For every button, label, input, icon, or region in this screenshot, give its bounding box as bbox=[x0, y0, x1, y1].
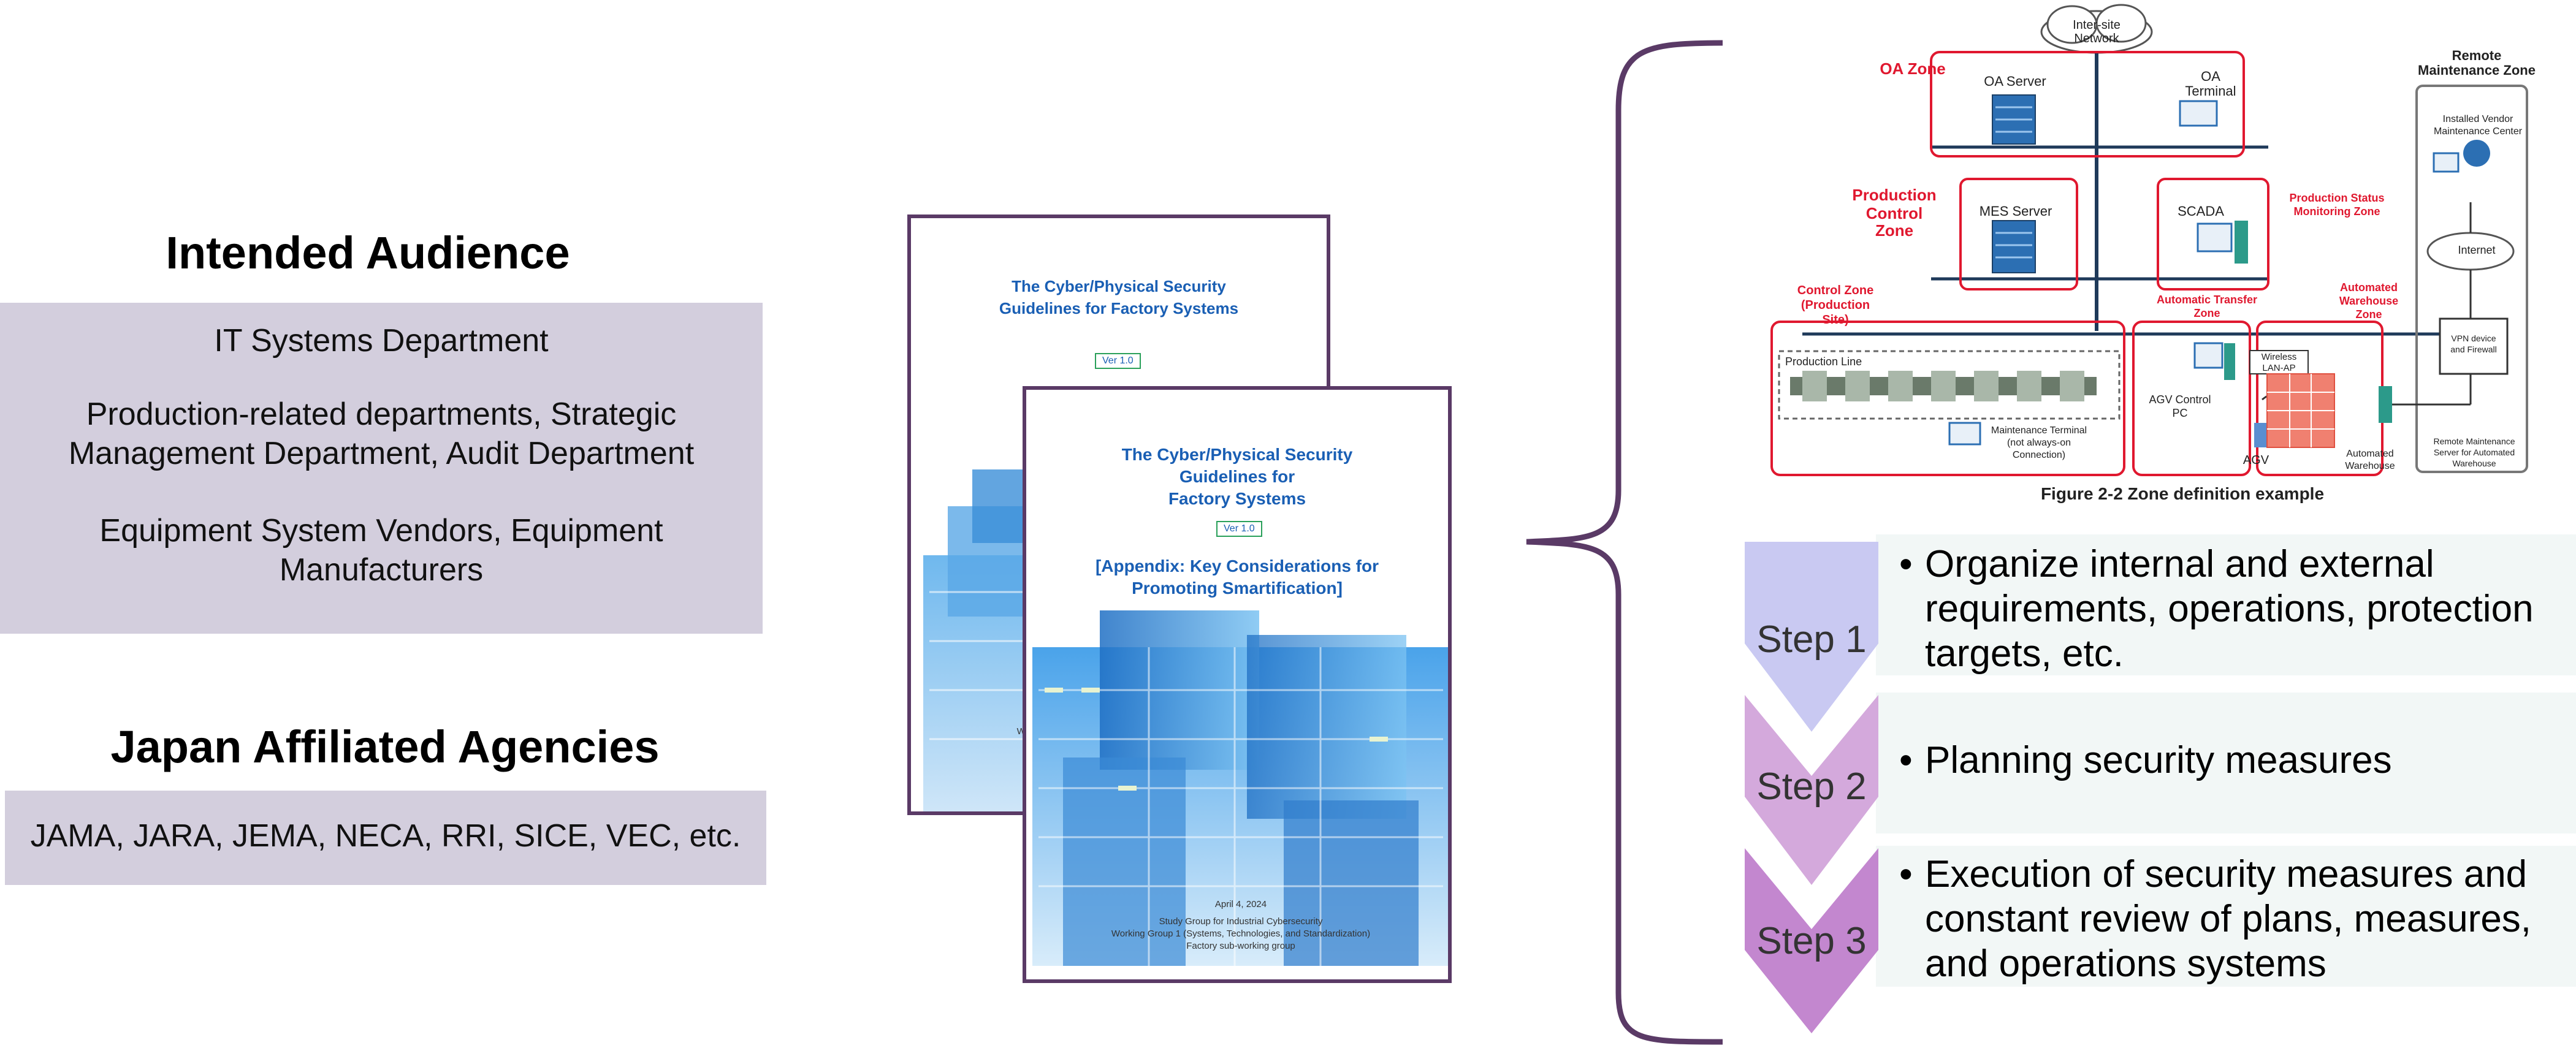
oa-zone-label: OA Zone bbox=[1880, 59, 1946, 78]
audience-item-vendors-l2: Manufacturers bbox=[279, 552, 484, 588]
step3-text-bg bbox=[1876, 846, 2576, 987]
production-line-label: Production Line bbox=[1785, 355, 1862, 368]
auto-transfer-zone-label-l2: Zone bbox=[2193, 307, 2220, 319]
maintenance-terminal-label-l2: (not always-on bbox=[2006, 438, 2071, 448]
step3-desc-l1: Execution of security measures and bbox=[1925, 853, 2528, 895]
scada-label: SCADA bbox=[2178, 203, 2224, 219]
oa-server-label: OA Server bbox=[1984, 74, 2046, 89]
front-cover-appendix-l1: [Appendix: Key Considerations for bbox=[1095, 556, 1379, 575]
vendor-label-l1: Installed Vendor bbox=[2442, 114, 2513, 124]
step1-bullet: • bbox=[1899, 543, 1913, 585]
step1-chevron bbox=[1745, 542, 1878, 732]
step1-desc-l2: requirements, operations, protection bbox=[1925, 588, 2534, 630]
network-label-l1: Inter-site bbox=[2073, 18, 2121, 32]
step3-bullet: • bbox=[1899, 853, 1913, 895]
steps-chevron-graphic bbox=[1745, 542, 1878, 1033]
vpn-label-l2: and Firewall bbox=[2450, 344, 2497, 354]
front-cover-version: Ver 1.0 bbox=[1216, 521, 1262, 537]
audience-item-it: IT Systems Department bbox=[214, 323, 549, 359]
audience-item-vendors-l1: Equipment System Vendors, Equipment bbox=[99, 513, 663, 549]
front-cover-factory-illustration bbox=[1032, 610, 1448, 966]
front-cover-title-l2: Guidelines for bbox=[1179, 467, 1295, 486]
front-cover-org-l2: Working Group 1 (Systems, Technologies, … bbox=[1111, 928, 1371, 939]
wireless-label-l2: LAN-AP bbox=[2262, 363, 2296, 373]
step3-label: Step 3 bbox=[1756, 920, 1867, 962]
auto-transfer-zone-label-l1: Automatic Transfer bbox=[2156, 294, 2258, 306]
maintenance-terminal-label-l1: Maintenance Terminal bbox=[1991, 425, 2087, 436]
automated-warehouse-label-l1: Automated bbox=[2346, 449, 2394, 459]
step2-desc-l1: Planning security measures bbox=[1925, 739, 2392, 781]
oa-terminal-label-l2: Terminal bbox=[2185, 83, 2236, 99]
front-cover-org-l1: Study Group for Industrial Cybersecurity bbox=[1159, 916, 1323, 927]
zone-definition-diagram bbox=[1770, 4, 2528, 476]
network-label-l2: Network bbox=[2074, 32, 2119, 45]
agv-label: AGV bbox=[2243, 454, 2269, 467]
back-cover-title-l1: The Cyber/Physical Security bbox=[1012, 277, 1226, 295]
front-cover-title-l3: Factory Systems bbox=[1168, 489, 1306, 508]
audience-item-production-l2: Management Department, Audit Department bbox=[68, 436, 695, 471]
control-zone-label-l1: Control Zone bbox=[1797, 284, 1874, 297]
front-cover-title-l1: The Cyber/Physical Security bbox=[1121, 445, 1353, 464]
step1-text-bg bbox=[1876, 534, 2576, 675]
step2-bullet: • bbox=[1899, 739, 1913, 781]
automated-warehouse-label-l2: Warehouse bbox=[2345, 461, 2395, 471]
auto-warehouse-zone-label-l3: Zone bbox=[2355, 308, 2382, 321]
vpn-label-l1: VPN device bbox=[2451, 333, 2496, 343]
vendor-label-l2: Maintenance Center bbox=[2433, 126, 2523, 137]
wireless-label-l1: Wireless bbox=[2261, 352, 2297, 362]
auto-warehouse-zone-label-l1: Automated bbox=[2340, 281, 2398, 294]
internet-label: Internet bbox=[2458, 244, 2496, 256]
agencies-list: JAMA, JARA, JEMA, NECA, RRI, SICE, VEC, … bbox=[30, 818, 741, 854]
step3-chevron bbox=[1745, 848, 1878, 1033]
remote-server-label-l3: Warehouse bbox=[2452, 458, 2496, 468]
affiliated-agencies-heading: Japan Affiliated Agencies bbox=[110, 721, 660, 772]
remote-zone-label-l2: Maintenance Zone bbox=[2418, 63, 2536, 78]
inter-site-network-cloud bbox=[2040, 4, 2153, 54]
guideline-cover-front: The Cyber/Physical Security Guidelines f… bbox=[1023, 386, 1452, 983]
mes-server-label: MES Server bbox=[1979, 203, 2052, 219]
front-cover-appendix-l2: Promoting Smartification] bbox=[1132, 579, 1343, 598]
production-status-zone-label-l1: Production Status bbox=[2289, 192, 2385, 204]
curly-brace bbox=[1526, 40, 1723, 1045]
agv-control-label-l1: AGV Control bbox=[2149, 393, 2211, 406]
production-control-zone-label-l2: Control Zone bbox=[1865, 204, 1923, 240]
step3-desc-l3: and operations systems bbox=[1925, 943, 2326, 985]
remote-server-label-l1: Remote Maintenance bbox=[2433, 436, 2515, 446]
production-status-zone-label-l2: Monitoring Zone bbox=[2293, 205, 2380, 218]
oa-terminal-label-l1: OA bbox=[2201, 69, 2220, 84]
maintenance-terminal-label-l3: Connection) bbox=[2012, 450, 2066, 460]
step2-label: Step 2 bbox=[1756, 765, 1867, 808]
remote-zone-label-l1: Remote bbox=[2452, 48, 2502, 63]
front-cover-date: April 4, 2024 bbox=[1214, 899, 1267, 909]
back-cover-title-l2: Guidelines for Factory Systems bbox=[999, 299, 1239, 317]
production-control-zone-label-l1: Production bbox=[1852, 186, 1937, 204]
step1-desc-l1: Organize internal and external bbox=[1925, 543, 2434, 585]
agencies-box: JAMA, JARA, JEMA, NECA, RRI, SICE, VEC, … bbox=[5, 791, 766, 885]
step2-chevron bbox=[1745, 695, 1878, 885]
intended-audience-heading: Intended Audience bbox=[166, 227, 570, 278]
front-cover-org-l3: Factory sub-working group bbox=[1186, 941, 1295, 951]
audience-box: IT Systems Department Production-related… bbox=[0, 303, 763, 634]
control-zone-label-l2: (Production Site) bbox=[1801, 298, 1870, 327]
audience-item-production-l1: Production-related departments, Strategi… bbox=[86, 397, 677, 432]
remote-server-label-l2: Server for Automated bbox=[2433, 447, 2515, 457]
agv-control-label-l2: PC bbox=[2172, 407, 2188, 419]
step1-desc-l3: targets, etc. bbox=[1925, 632, 2124, 675]
step2-text-bg bbox=[1876, 693, 2576, 833]
back-cover-version: Ver 1.0 bbox=[1095, 353, 1141, 369]
step1-label: Step 1 bbox=[1756, 618, 1867, 661]
step3-desc-l2: constant review of plans, measures, bbox=[1925, 898, 2532, 940]
auto-warehouse-zone-label-l2: Warehouse bbox=[2339, 295, 2399, 307]
diagram-caption: Figure 2-2 Zone definition example bbox=[2040, 484, 2325, 503]
